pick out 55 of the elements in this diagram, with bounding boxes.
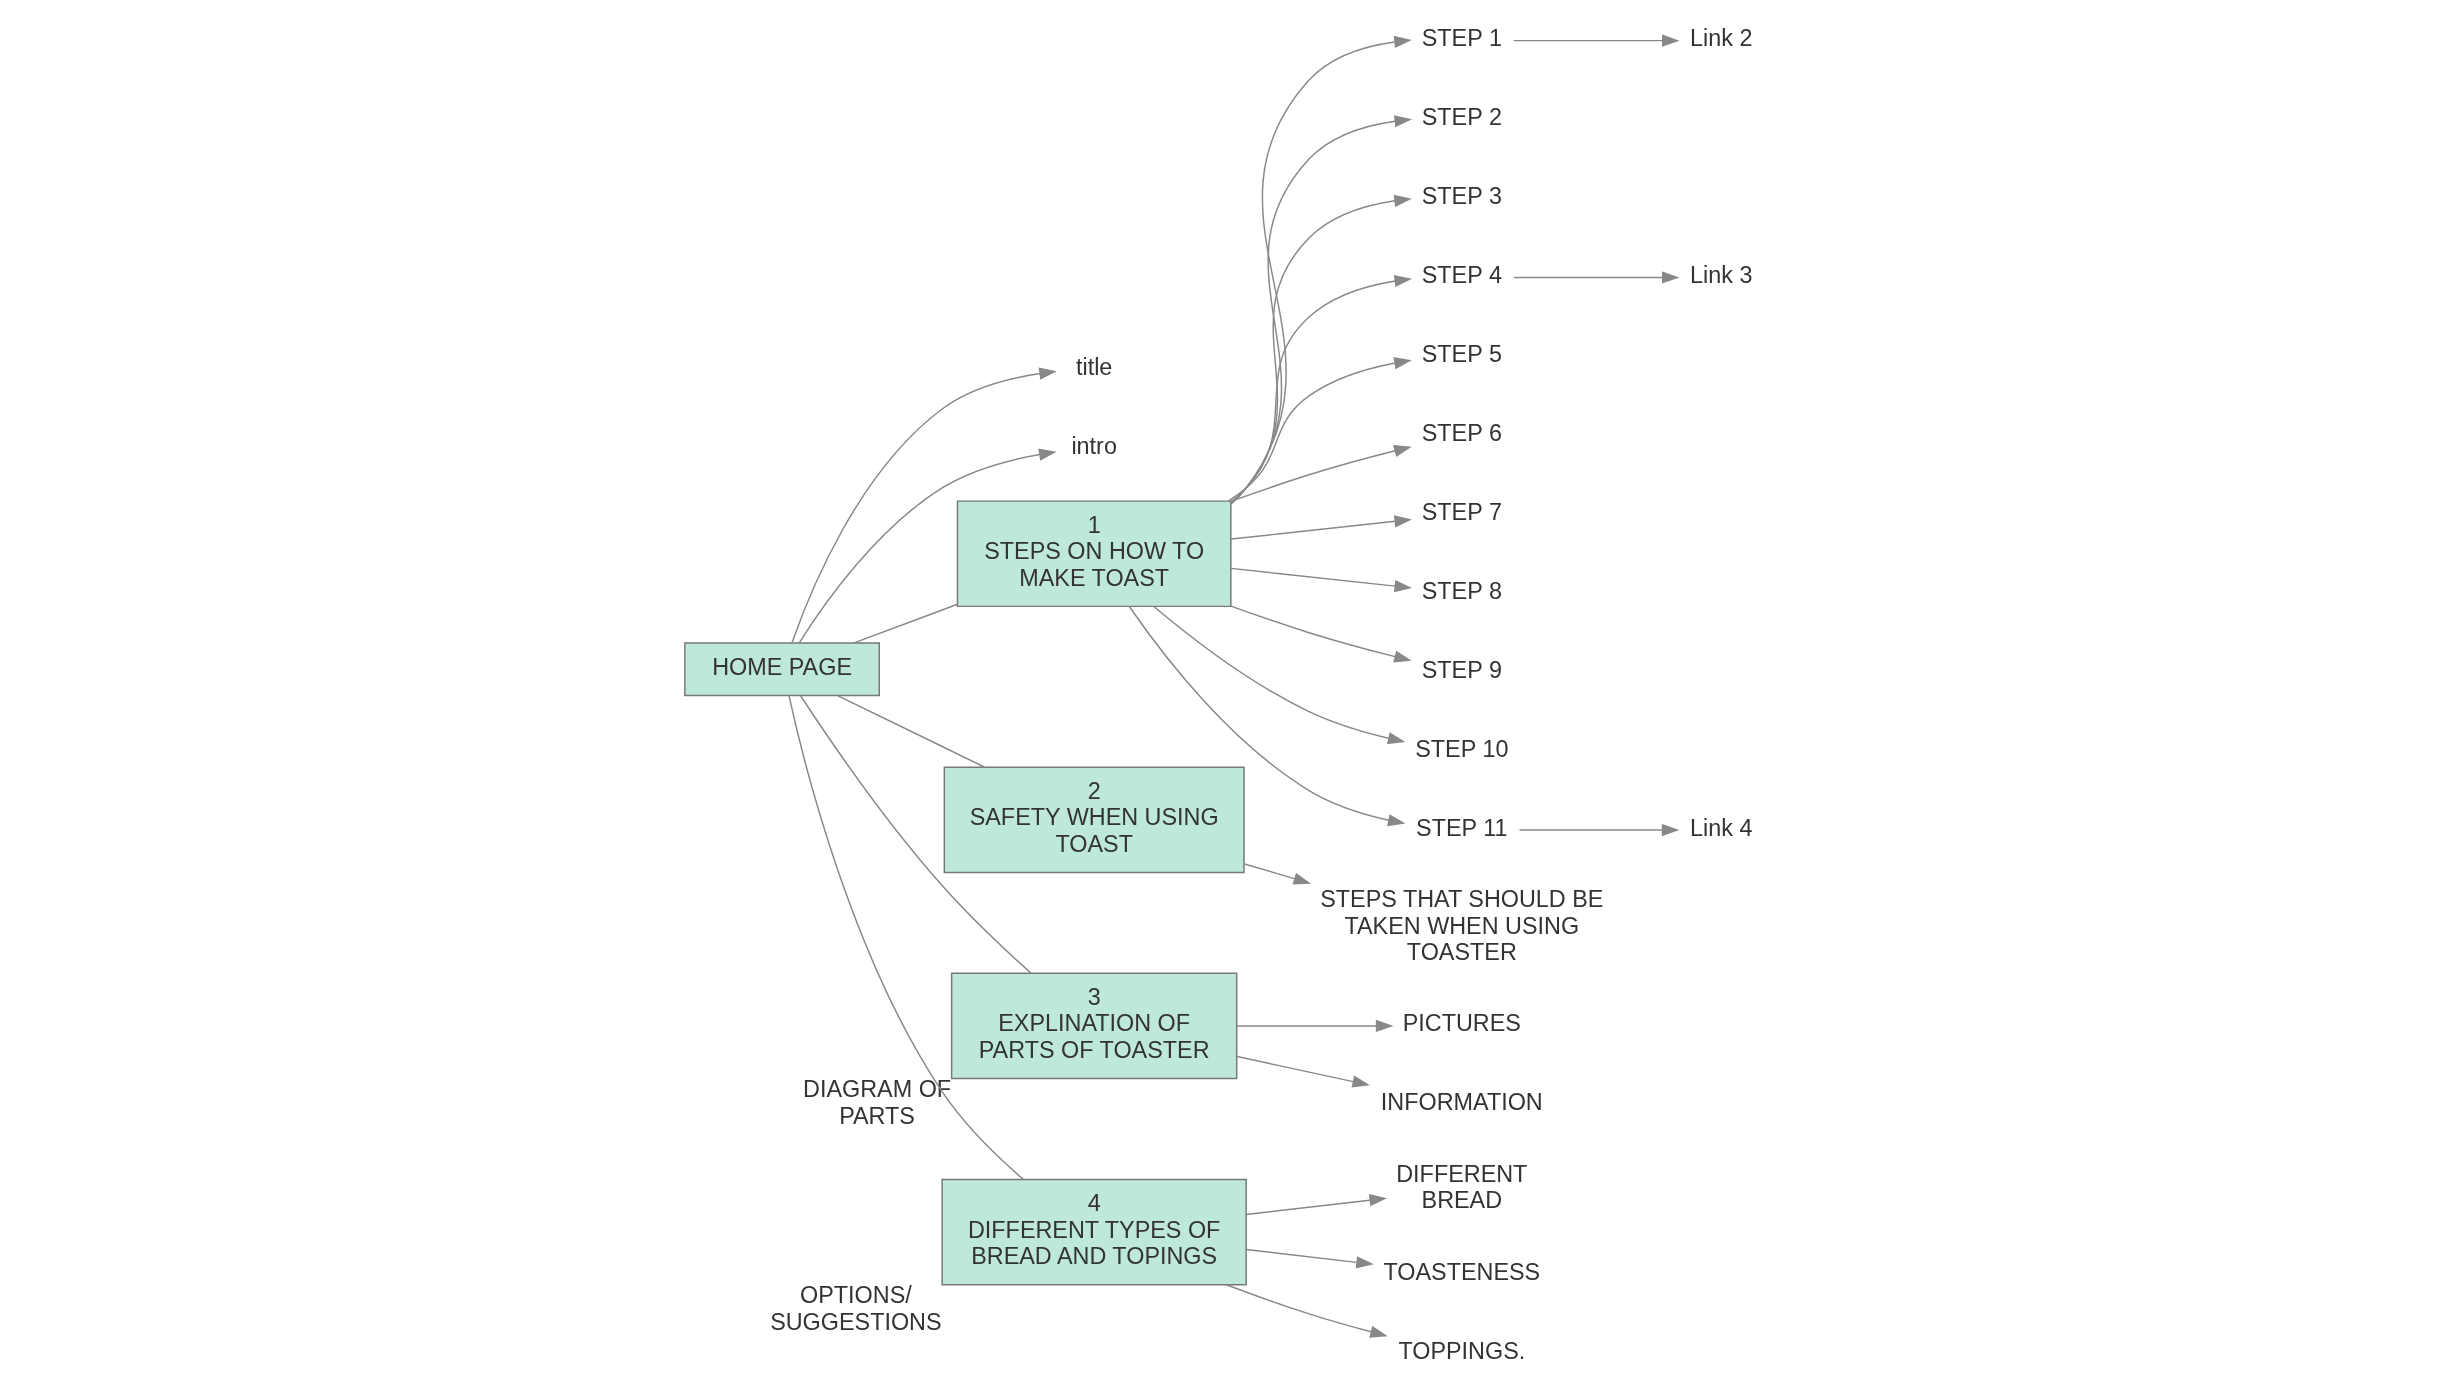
arrow <box>1225 1284 1388 1338</box>
node-text: STEP 11 <box>1416 814 1508 841</box>
node-box: 3 EXPLINATION OF PARTS OF TOASTER <box>950 972 1238 1080</box>
arrow <box>1518 823 1680 837</box>
connector <box>799 695 1032 974</box>
arrow <box>1245 1194 1387 1216</box>
node-text: STEP 10 <box>1415 735 1509 762</box>
arrow <box>1230 274 1412 503</box>
arrow <box>1230 115 1413 505</box>
node-text: PICTURES <box>1402 1010 1521 1037</box>
node-text: Link 3 <box>1690 262 1753 288</box>
node-text: DIFFERENT BREAD <box>1396 1161 1528 1214</box>
arrow <box>1230 445 1412 503</box>
arrow <box>1128 606 1406 827</box>
node-box: 1 STEPS ON HOW TO MAKE TOAST <box>956 500 1232 608</box>
arrow <box>1513 271 1680 284</box>
node-text: Link 4 <box>1690 814 1753 841</box>
node-text: INFORMATION <box>1380 1089 1543 1116</box>
node-text: STEP 2 <box>1421 104 1502 131</box>
connector <box>788 695 1025 1181</box>
connector <box>837 695 985 768</box>
node-text: STEP 7 <box>1421 498 1502 525</box>
arrow <box>1153 606 1406 745</box>
node-text: TOPPINGS. <box>1398 1337 1526 1364</box>
arrow <box>1236 1019 1394 1033</box>
arrow <box>1230 567 1413 593</box>
node-text: STEP 3 <box>1421 183 1502 210</box>
arrow <box>1245 1248 1374 1269</box>
node-box: 2 SAFETY WHEN USING TOAST <box>943 766 1245 874</box>
node-text: TOASTENESS <box>1383 1258 1541 1285</box>
arrow <box>798 448 1057 644</box>
arrow <box>1230 605 1412 663</box>
arrow <box>1230 194 1412 504</box>
arrow <box>1227 357 1412 502</box>
node-label: OPTIONS/ SUGGESTIONS <box>770 1282 942 1335</box>
node-box: HOME PAGE <box>684 642 880 697</box>
node-text: STEP 4 <box>1421 262 1502 288</box>
node-text: Link 2 <box>1690 25 1753 52</box>
node-text: STEP 1 <box>1421 25 1502 52</box>
node-text: STEPS THAT SHOULD BE TAKEN WHEN USING TOASTER <box>1320 886 1604 965</box>
arrow <box>791 367 1057 644</box>
arrow <box>1236 1055 1370 1088</box>
node-text: STEP 5 <box>1421 340 1502 367</box>
arrow <box>1243 863 1312 885</box>
arrow <box>1230 515 1413 540</box>
node-text: title <box>1075 354 1113 381</box>
node-label: DIAGRAM OF PARTS <box>803 1076 952 1129</box>
node-text: STEP 6 <box>1421 419 1502 446</box>
node-text: STEP 9 <box>1421 656 1502 683</box>
node-text: STEP 8 <box>1421 577 1502 604</box>
node-text: intro <box>1071 433 1117 460</box>
arrow <box>1513 34 1680 47</box>
connector <box>853 603 959 644</box>
node-box: 4 DIFFERENT TYPES OF BREAD AND TOPINGS <box>941 1178 1247 1286</box>
arrow <box>1230 35 1412 505</box>
